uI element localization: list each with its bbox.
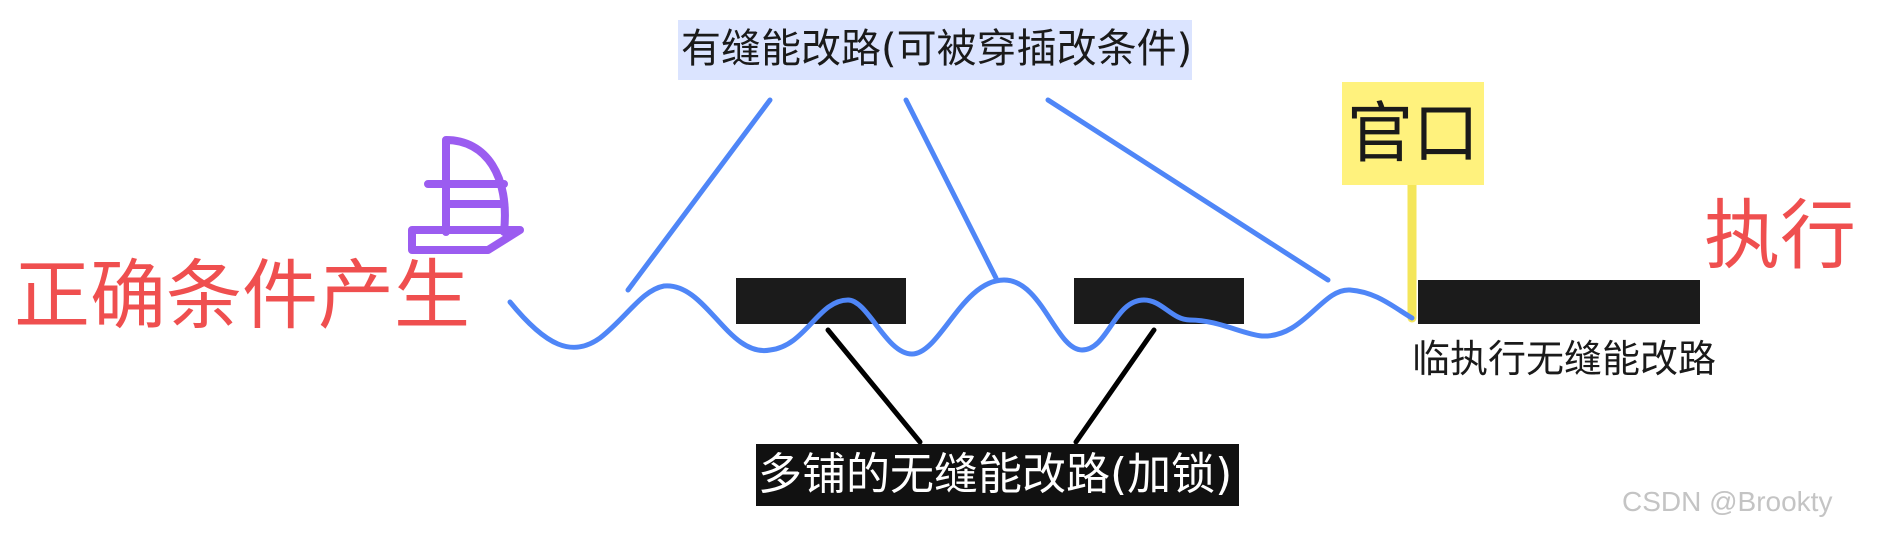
lock-block-2 <box>1074 278 1244 324</box>
lock-block-1 <box>736 278 906 324</box>
bottom-connector-right <box>1073 327 1157 445</box>
right-label: 执行 <box>1704 191 1856 280</box>
bottom-label: 多铺的无缝能改路(加锁) <box>756 444 1240 506</box>
left-label: 正确条件产生 <box>14 251 470 340</box>
guankou-label: 官口 <box>1342 82 1484 185</box>
top-connector-right <box>1045 97 1331 283</box>
top-connector-left <box>625 97 773 293</box>
wave-path <box>507 277 1415 357</box>
bottom-connector-left <box>825 327 923 445</box>
right-small-label: 临执行无缝能改路 <box>1412 337 1717 381</box>
boat-icon-shape <box>408 136 524 254</box>
watermark: CSDN @Brookty <box>1622 486 1833 517</box>
execute-block <box>1418 280 1700 324</box>
top-label: 有缝能改路(可被穿插改条件) <box>678 20 1193 80</box>
top-connector-middle <box>903 97 999 281</box>
